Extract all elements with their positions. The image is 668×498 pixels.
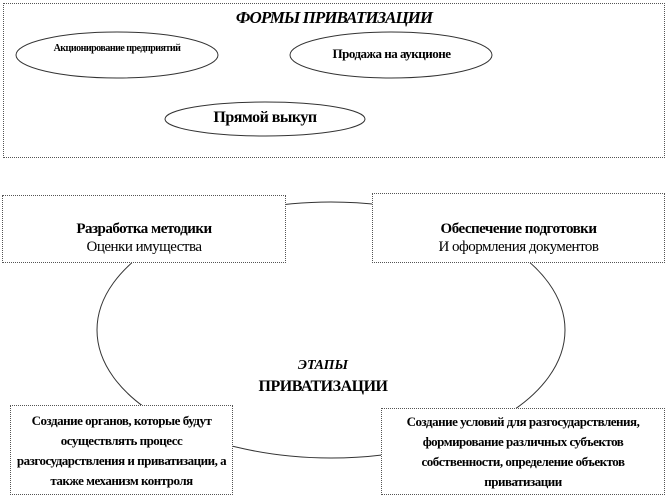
stage-methodology-line2: Оценки имущества bbox=[86, 239, 202, 255]
stage-documents-line2: И оформления документов bbox=[438, 239, 599, 255]
stage-documents-line1: Обеспечение подготовки bbox=[440, 221, 597, 237]
form-label-shares: Акционирование предприятий bbox=[53, 43, 181, 54]
stages-title-line2: ПРИВАТИЗАЦИИ bbox=[258, 378, 388, 395]
stage-conditions-text: Создание условий для разгосударствления,… bbox=[406, 414, 640, 489]
form-ellipse-shares bbox=[15, 31, 219, 79]
form-label-auction: Продажа на аукционе bbox=[332, 46, 451, 61]
forms-panel bbox=[3, 3, 665, 158]
form-ellipse-buyout bbox=[164, 101, 366, 137]
stage-box-conditions: Создание условий для разгосударствления,… bbox=[381, 408, 665, 495]
stages-cycle-ellipse bbox=[96, 201, 566, 459]
form-ellipse-auction bbox=[289, 31, 493, 79]
stage-methodology-line1: Разработка методики bbox=[76, 221, 212, 237]
stage-box-bodies: Создание органов, которые будут осуществ… bbox=[10, 405, 233, 495]
forms-title: ФОРМЫ ПРИВАТИЗАЦИИ bbox=[235, 8, 433, 27]
stages-title-line1: ЭТАПЫ bbox=[297, 358, 349, 373]
stage-box-methodology: Разработка методики Оценки имущества bbox=[2, 195, 286, 263]
stage-box-documents: Обеспечение подготовки И оформления доку… bbox=[372, 193, 665, 263]
form-label-buyout: Прямой выкуп bbox=[213, 109, 317, 126]
stage-bodies-text: Создание органов, которые будут осуществ… bbox=[16, 413, 227, 488]
